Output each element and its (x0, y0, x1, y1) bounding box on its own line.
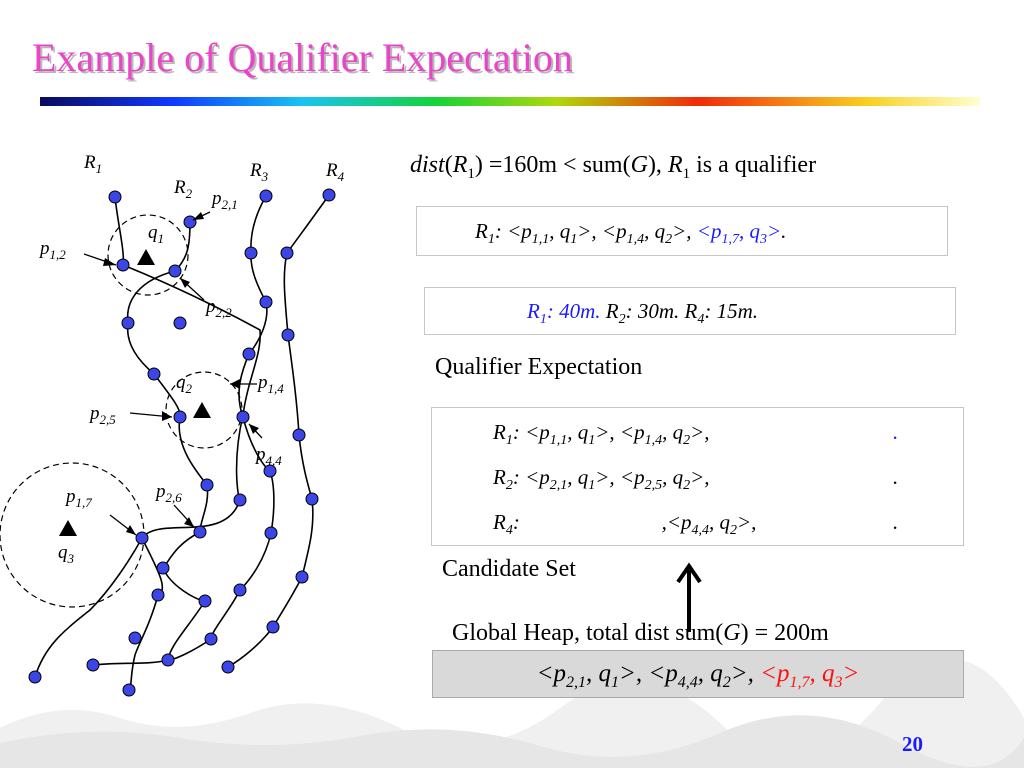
slide-title: Example of Qualifier Expectation (32, 35, 573, 80)
arrowhead (193, 212, 204, 220)
node (128, 631, 142, 645)
label-route-r2: R2 (174, 177, 193, 201)
label-point-p26: p2,6 (156, 481, 182, 505)
node (221, 660, 235, 674)
label-point-p17: p1,7 (66, 486, 92, 510)
node (204, 632, 218, 646)
node (244, 246, 258, 260)
title-rainbow-divider (40, 97, 980, 106)
up-arrow-icon (676, 562, 702, 632)
qe-row-r1: R1: <p1,1, q1>, <p1,4, q2>, (493, 420, 710, 449)
global-heap-box: <p2,1, q1>, <p4,4, q2>, <p1,7, q3> (432, 650, 964, 698)
query-q2-marker (193, 402, 211, 418)
label-point-p14: p1,4 (258, 372, 284, 396)
qe-row-r4-end: . (893, 510, 899, 534)
label-point-p21: p2,1 (212, 188, 238, 212)
node (147, 367, 161, 381)
node (86, 658, 100, 672)
qe-row-r1-end: . (893, 420, 899, 444)
node (295, 570, 309, 584)
label-query-q1: q1 (148, 222, 164, 246)
qe-row-r2: R2: <p2,1, q1>, <p2,5, q2>, (493, 465, 710, 494)
route-r3-path (167, 195, 275, 661)
node (233, 583, 247, 597)
node (121, 316, 135, 330)
label-route-r4: R4 (326, 160, 345, 184)
label-query-q2: q2 (176, 372, 192, 396)
node (173, 316, 187, 330)
arrowhead (162, 411, 172, 421)
node (116, 258, 130, 272)
node (156, 561, 170, 575)
node (236, 410, 250, 424)
qualifier-expectation-box (431, 407, 964, 546)
label-point-p22: p2,2 (206, 296, 232, 320)
arrowhead (230, 379, 240, 389)
node (305, 492, 319, 506)
label-point-p12: p1,2 (40, 238, 66, 262)
route-r2-path (92, 221, 209, 666)
route-r1-path (114, 196, 261, 691)
r1-pairs-box: R1: <p1,1, q1>, <p1,4, q2>, <p1,7, q3>. (416, 206, 948, 256)
node (264, 526, 278, 540)
node (168, 264, 182, 278)
label-route-r3: R3 (250, 160, 269, 184)
label-route-r1: R1 (84, 152, 103, 176)
node (280, 246, 294, 260)
node (122, 683, 136, 697)
node (135, 531, 149, 545)
query-q2-circle (165, 371, 243, 449)
decorative-landscape (0, 658, 1024, 768)
arrowhead (184, 517, 194, 527)
node (263, 464, 277, 478)
label-point-p44: p4,4 (256, 444, 282, 468)
arrowhead (103, 258, 116, 266)
node (266, 620, 280, 634)
query-q1-marker (137, 249, 155, 265)
node (198, 594, 212, 608)
qe-row-r4: R4: ,<p4,4, q2>, (493, 510, 757, 539)
node (173, 410, 187, 424)
qe-row-r2-end: . (893, 465, 899, 489)
route-r1-lower-branch (34, 537, 143, 678)
node (28, 670, 42, 684)
node (108, 190, 122, 204)
node (259, 189, 273, 203)
route-r4-path (227, 194, 330, 668)
node (259, 295, 273, 309)
query-q3-marker (59, 520, 77, 536)
page-number: 20 (902, 732, 923, 756)
global-heap-label: Global Heap, total dist sum(G) = 200m (452, 620, 829, 646)
node (233, 493, 247, 507)
arrowhead (249, 424, 259, 434)
node (161, 653, 175, 667)
node (322, 188, 336, 202)
label-point-p25: p2,5 (90, 403, 116, 427)
node (193, 525, 207, 539)
node (200, 478, 214, 492)
qualifier-expectation-label: Qualifier Expectation (435, 354, 643, 380)
query-q1-circle (107, 214, 189, 296)
distances-box: R1: 40m. R2: 30m. R4: 15m. (424, 287, 956, 335)
node (281, 328, 295, 342)
arrowhead (126, 525, 136, 535)
node (292, 428, 306, 442)
qualifier-statement: dist(R1) =160m < sum(G), R1 is a qualifi… (410, 152, 817, 182)
label-query-q3: q3 (58, 542, 74, 566)
node (242, 347, 256, 361)
arrowhead (180, 278, 190, 288)
candidate-set-label: Candidate Set (442, 556, 576, 582)
node (151, 588, 165, 602)
node (183, 215, 197, 229)
